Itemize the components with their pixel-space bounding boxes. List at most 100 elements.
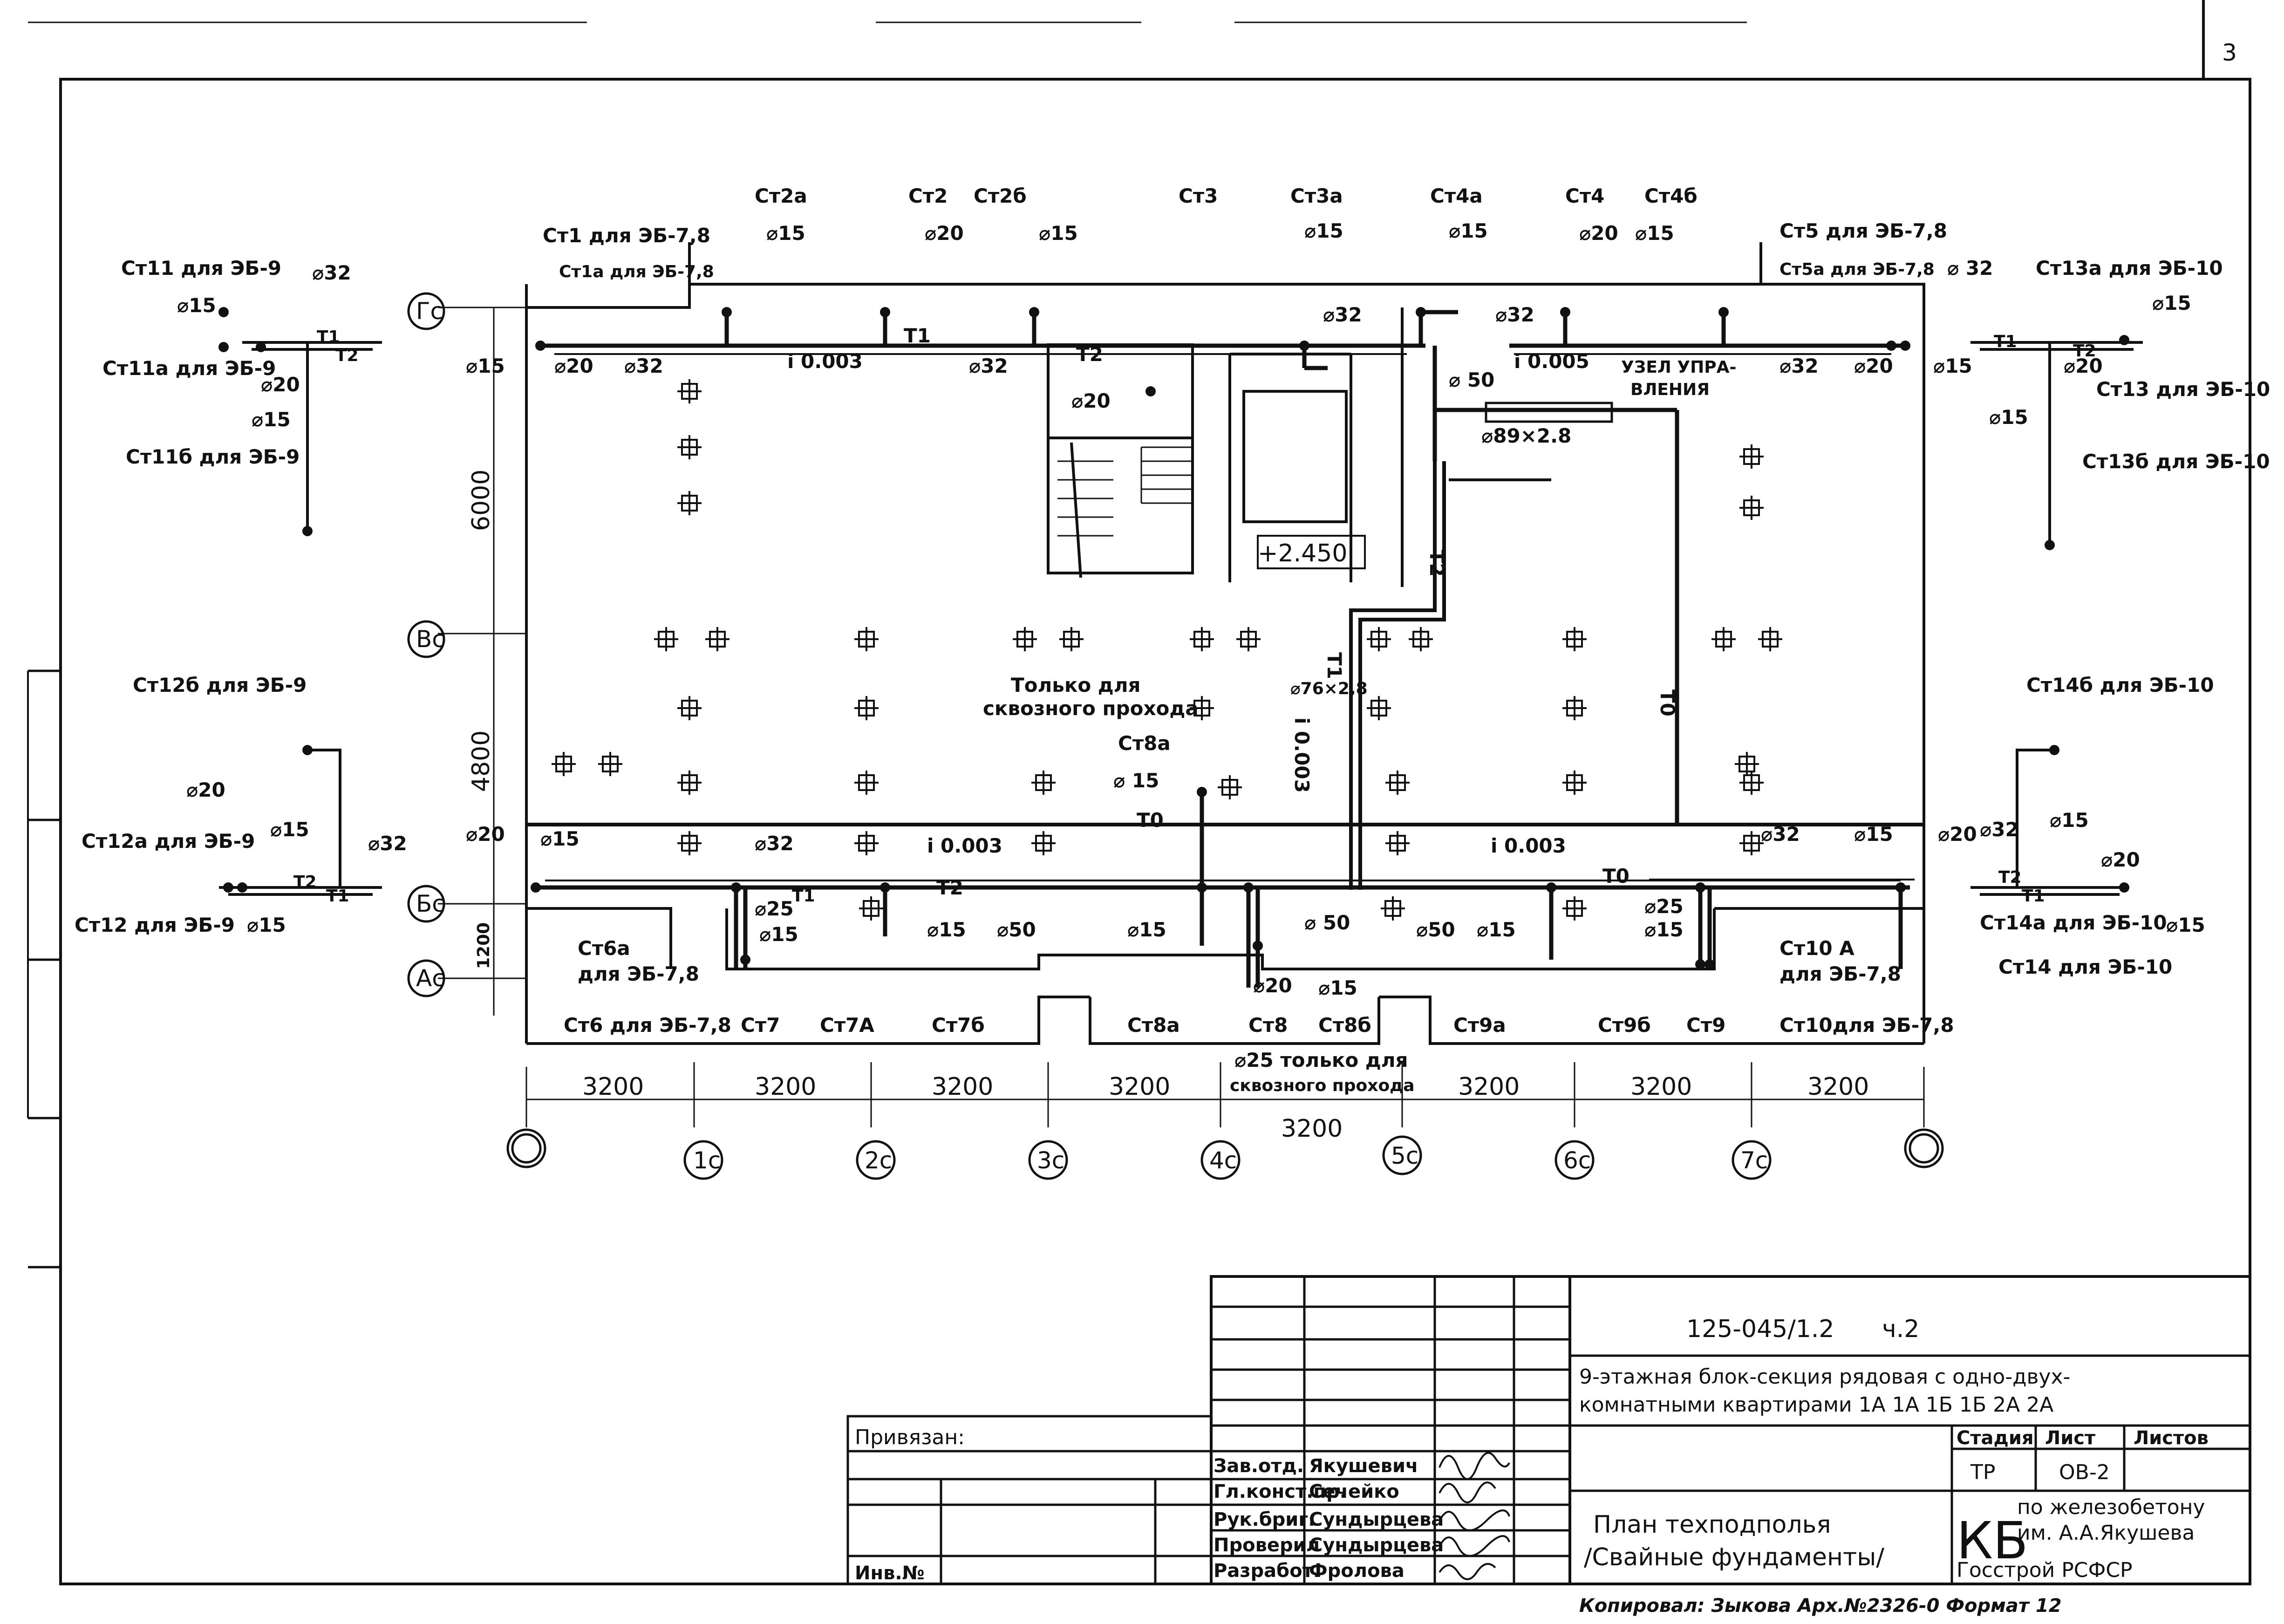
riser-st11: Ст11 для ЭБ-9	[121, 257, 281, 280]
diam-b-32: ⌀32	[755, 832, 794, 855]
pile-marker	[1562, 627, 1587, 651]
diam-15-left: ⌀15	[466, 355, 505, 377]
pile-marker	[1190, 696, 1214, 720]
pile-marker	[1236, 627, 1261, 651]
pile-marker	[1711, 627, 1736, 651]
riser-dots	[218, 307, 2129, 969]
slope-1: i 0.003	[787, 350, 863, 373]
riser-dot	[1416, 307, 1426, 317]
note-passage-2: сквозного прохода	[983, 697, 1199, 720]
dim-v2: 4800	[467, 730, 495, 792]
diam-st13a-15: ⌀15	[2152, 292, 2191, 314]
diam-b-15a: ⌀15	[759, 923, 798, 946]
pile-marker	[1409, 627, 1433, 651]
axis-label-2c: 2с	[865, 1147, 892, 1174]
diam-st3a: ⌀15	[1304, 219, 1343, 242]
riser-dot	[722, 307, 732, 317]
diam-32-r2: ⌀32	[1779, 355, 1819, 377]
riser-st10a-note: для ЭБ-7,8	[1779, 962, 1901, 985]
riser-st7b: Ст7б	[932, 1014, 985, 1037]
pile-marker	[854, 696, 879, 720]
pile-marker	[1059, 627, 1084, 651]
riser-st6a-note: для ЭБ-7,8	[578, 962, 699, 985]
riser-dot	[1243, 882, 1254, 893]
pile-markers	[552, 379, 1782, 921]
riser-dot	[1900, 341, 1910, 351]
riser-st7a: Ст7А	[820, 1014, 874, 1037]
role-1: Зав.отд.	[1214, 1455, 1304, 1477]
pipe-riser	[1349, 461, 1446, 890]
riser-st12: Ст12 для ЭБ-9	[75, 914, 235, 936]
drawing-title-2: /Свайные фундаменты/	[1584, 1543, 1884, 1571]
assembly-st13	[1970, 341, 2143, 545]
riser-dot	[1718, 307, 1729, 317]
st14-t2: Т2	[1998, 868, 2022, 887]
diam-st14-15: ⌀15	[2050, 809, 2089, 832]
riser-st5: Ст5 для ЭБ-7,8	[1779, 219, 1947, 242]
riser-dot	[2045, 540, 2055, 550]
pipe-t1-top: Т1	[904, 324, 931, 347]
note-passage-1: Только для	[1011, 674, 1140, 696]
st11-t2: Т2	[335, 346, 359, 365]
pile-marker	[677, 831, 702, 855]
riser-dot	[1695, 959, 1705, 969]
riser-dot	[256, 342, 266, 352]
copy-footer: Копировал: Зыкова Арх.№2326-0 Формат 12	[1579, 1595, 2062, 1617]
diam-b-20c: ⌀20	[1253, 974, 1292, 997]
slope-vert: i 0.003	[1290, 717, 1313, 793]
pipe-bottom	[536, 792, 1910, 988]
attached-label: Привязан:	[855, 1426, 965, 1449]
dim-5: 3200	[1458, 1073, 1520, 1101]
riser-st8b: Ст8б	[1318, 1014, 1371, 1037]
riser-st11a: Ст11а для ЭБ-9	[102, 357, 276, 380]
name-3: Сундырцева	[1309, 1509, 1444, 1530]
riser-dot	[218, 307, 229, 317]
riser-dot	[1145, 386, 1156, 396]
inv-label: Инв.№	[855, 1563, 925, 1584]
sheet-number: 3	[2222, 39, 2237, 66]
riser-st4: Ст4	[1565, 184, 1604, 207]
riser-st5a: Ст5а для ЭБ-7,8	[1779, 260, 1935, 279]
pipe-t2-bottom: Т2	[936, 876, 963, 899]
note-d25-2: сквозного прохода	[1230, 1076, 1415, 1095]
st12-t2: Т2	[293, 873, 317, 892]
diam-st11-15: ⌀15	[252, 408, 291, 431]
sheets-header: Листов	[2134, 1427, 2209, 1449]
riser-dot	[1253, 941, 1263, 951]
riser-st12a: Ст12а для ЭБ-9	[82, 830, 255, 853]
diam-st12-15b: ⌀15	[247, 914, 286, 936]
axis-label-bs: Бс	[416, 890, 445, 917]
pile-marker	[1367, 627, 1391, 651]
diam-b-50c: ⌀ 50	[1304, 911, 1350, 934]
riser-st4b: Ст4б	[1644, 184, 1698, 207]
riser-st14b: Ст14б для ЭБ-10	[2026, 674, 2214, 696]
pile-marker	[1735, 752, 1759, 776]
pile-marker	[1739, 831, 1764, 855]
diam-b-15-left: ⌀15	[540, 827, 580, 850]
control-unit-2: ВЛЕНИЯ	[1630, 380, 1710, 399]
diam-st11-32: ⌀32	[312, 261, 351, 284]
riser-dot	[1029, 307, 1039, 317]
riser-dot	[302, 526, 313, 536]
dim-2: 3200	[755, 1073, 816, 1101]
riser-dot	[2119, 335, 2129, 345]
riser-st11b: Ст11б для ЭБ-9	[126, 445, 300, 468]
riser-st8: Ст8	[1248, 1014, 1288, 1037]
dim-6: 3200	[1630, 1073, 1692, 1101]
riser-dot	[880, 307, 890, 317]
drawing-frame	[59, 78, 2251, 1585]
stage-header: Стадия	[1957, 1427, 2034, 1449]
riser-dot	[2049, 745, 2059, 755]
diam-st13-20: ⌀20	[2064, 355, 2103, 377]
signatures	[1439, 1452, 1510, 1580]
riser-dot	[1695, 882, 1705, 893]
pile-marker	[1385, 771, 1410, 795]
org-line-1: по железобетону	[2017, 1495, 2205, 1519]
pipe-t1-vert: Т1	[1323, 652, 1346, 679]
riser-dot	[740, 955, 750, 965]
diam-st12-20: ⌀20	[186, 778, 225, 801]
riser-dot	[1704, 959, 1715, 969]
st13-t2: Т2	[2073, 341, 2096, 361]
riser-st6a: Ст6а	[578, 937, 630, 960]
